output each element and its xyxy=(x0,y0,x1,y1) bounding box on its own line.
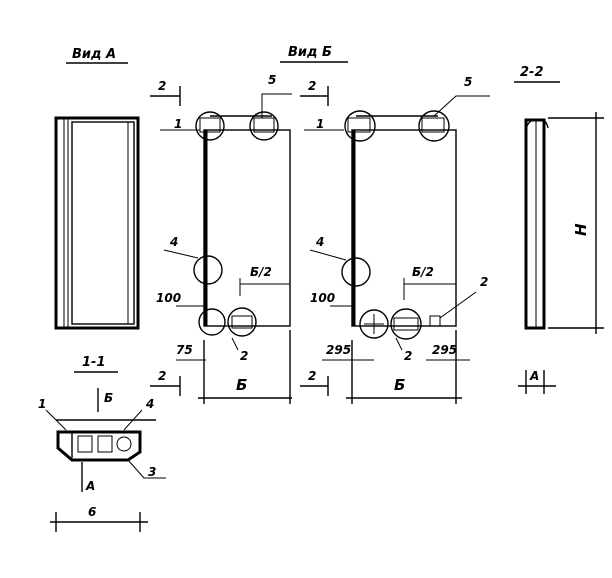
section-2-2-title: 2-2 xyxy=(520,65,544,80)
detail-circle-4 xyxy=(193,255,223,285)
callout-5: 5 xyxy=(464,75,472,89)
cut-2-label: 2 xyxy=(158,369,166,383)
view-a-title: Вид А xyxy=(72,47,116,62)
detail-circle-5 xyxy=(418,110,450,142)
dim-100: 100 xyxy=(156,291,181,305)
cut-2-label: 2 xyxy=(308,79,316,93)
view-a-outline xyxy=(54,116,140,330)
section-1-1-void xyxy=(97,435,113,453)
view-b-title: Вид Б xyxy=(288,45,332,60)
section-1-1: 1-1 Б 1 4 3 А 6 xyxy=(38,355,166,532)
section-2-2-top xyxy=(525,118,549,129)
detail-symbol xyxy=(199,117,221,133)
view-b-left: 2 1 5 4 Б/2 100 75 2 xyxy=(150,73,292,404)
section-2-2: 2-2 Н А xyxy=(514,65,604,394)
view-a-inner-frame xyxy=(71,121,135,325)
detail-circle-2 xyxy=(390,308,422,340)
dim-6: 6 xyxy=(88,505,96,519)
dim-b: Б xyxy=(236,376,247,394)
detail-symbol xyxy=(253,117,275,133)
callout-2-leader xyxy=(231,337,239,351)
dim-295-left: 295 xyxy=(326,343,351,357)
dim-b-half: Б/2 xyxy=(250,265,272,279)
detail-circle-1 xyxy=(195,111,225,141)
cut-a-label: А xyxy=(85,479,95,493)
detail-circle-bottom xyxy=(359,309,389,339)
cut-2-label: 2 xyxy=(308,369,316,383)
dim-b-half: Б/2 xyxy=(412,265,434,279)
dim-295-right: 295 xyxy=(432,343,457,357)
section-1-1-bar xyxy=(116,436,132,452)
cut-2-label: 2 xyxy=(158,79,166,93)
section-2-2-profile xyxy=(524,118,546,330)
section-1-1-title: 1-1 xyxy=(82,355,106,370)
callout-2: 2 xyxy=(480,275,488,289)
callout-3-leader xyxy=(127,459,166,479)
detail-circle-4 xyxy=(341,257,371,287)
callout-4-leader xyxy=(309,249,347,261)
panel-outline xyxy=(203,129,291,327)
cut-b-label: Б xyxy=(104,391,113,405)
callout-4: 4 xyxy=(145,397,154,411)
panel-outline xyxy=(351,129,457,327)
callout-5-leader xyxy=(261,93,292,118)
callout-1: 1 xyxy=(38,397,46,411)
dim-100: 100 xyxy=(310,291,335,305)
detail-circle-1 xyxy=(344,110,376,142)
section-1-1-void xyxy=(77,435,93,453)
view-a: Вид А xyxy=(54,47,140,330)
detail-symbol xyxy=(347,117,371,133)
detail-circle-5 xyxy=(249,111,279,141)
detail-symbol xyxy=(421,117,445,133)
callout-1: 1 xyxy=(174,117,182,131)
dim-b: Б xyxy=(394,376,405,394)
dim-h: Н xyxy=(572,223,590,236)
callout-2: 2 xyxy=(404,349,412,363)
detail-circle-bottom xyxy=(198,308,226,336)
callout-4: 4 xyxy=(169,235,178,249)
detail-symbol xyxy=(231,315,253,329)
view-b-right: Вид Б 2 1 5 4 Б/2 2 100 xyxy=(280,45,490,404)
callout-3: 3 xyxy=(148,465,156,479)
detail-symbol xyxy=(429,315,441,327)
callout-2-leader xyxy=(395,337,403,351)
detail-circle-2 xyxy=(227,307,257,337)
callout-2: 2 xyxy=(240,349,248,363)
dim-a: А xyxy=(529,369,539,383)
detail-symbol xyxy=(393,317,419,331)
callout-4-leader xyxy=(163,249,199,259)
callout-5: 5 xyxy=(268,73,276,87)
callout-4: 4 xyxy=(315,235,324,249)
callout-5-leader xyxy=(433,95,490,117)
dim-75: 75 xyxy=(176,343,193,357)
callout-1: 1 xyxy=(316,117,324,131)
callout-2-leader xyxy=(439,291,477,319)
